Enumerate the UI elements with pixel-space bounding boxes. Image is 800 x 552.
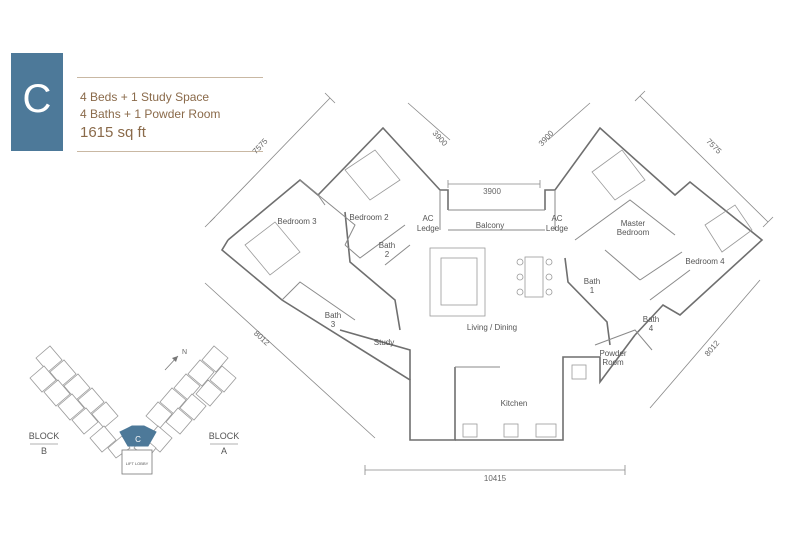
room-bath-1: Bath	[584, 277, 600, 286]
unit-letter: C	[22, 77, 52, 121]
key-plan-unit-highlight	[119, 425, 157, 447]
room-bath-3: Bath	[325, 311, 341, 320]
room-ac-ledge-left: AC	[422, 214, 433, 223]
room-powder: Powder	[599, 349, 626, 358]
room-bath-3-num: 3	[331, 320, 336, 329]
block-b-label: BLOCK	[29, 431, 60, 441]
lift-lobby-label: LIFT LOBBY	[126, 461, 149, 466]
room-master-bedroom-2: Bedroom	[617, 228, 650, 237]
room-bath-2-num: 2	[385, 250, 390, 259]
room-bedroom-2: Bedroom 2	[349, 213, 389, 222]
block-b-letter: B	[41, 446, 47, 456]
dim-right-top: 3900	[537, 128, 556, 148]
room-kitchen: Kitchen	[501, 399, 528, 408]
room-balcony: Balcony	[476, 221, 504, 230]
room-ac-ledge-left-2: Ledge	[417, 224, 440, 233]
dim-left-wing: 7575	[251, 136, 270, 156]
block-a-letter: A	[221, 446, 227, 456]
north-arrow-icon: N	[164, 349, 187, 371]
room-ac-ledge-right-2: Ledge	[546, 224, 569, 233]
room-bath-4-num: 4	[649, 324, 654, 333]
dim-right-depth: 8012	[703, 338, 722, 358]
dim-overall-width: 10415	[484, 474, 507, 483]
unit-baths: 4 Baths + 1 Powder Room	[80, 107, 221, 121]
dim-left-top: 3900	[431, 129, 450, 149]
interior-walls	[281, 179, 691, 368]
unit-beds: 4 Beds + 1 Study Space	[80, 90, 210, 104]
unit-badge: C	[11, 53, 63, 151]
key-plan: C LIFT LOBBY BLOCK B BLOCK A N	[29, 345, 240, 475]
room-bath-1-num: 1	[590, 286, 595, 295]
room-ac-ledge-right: AC	[551, 214, 562, 223]
room-bath-4: Bath	[643, 315, 659, 324]
unit-area: 1615 sq ft	[80, 124, 146, 141]
room-study: Study	[374, 338, 394, 347]
room-bedroom-3: Bedroom 3	[277, 217, 317, 226]
room-bedroom-4: Bedroom 4	[685, 257, 725, 266]
room-master-bedroom: Master	[621, 219, 646, 228]
key-plan-unit: C	[135, 435, 141, 444]
dim-left-depth: 8012	[252, 329, 272, 348]
lift-lobby-box	[121, 449, 153, 475]
room-bath-2: Bath	[379, 241, 395, 250]
bottom-rule	[77, 151, 263, 152]
room-living-dining: Living / Dining	[467, 323, 517, 332]
dimension-lines	[204, 90, 774, 475]
north-label: N	[182, 349, 187, 356]
dim-right-wing: 7575	[704, 137, 723, 156]
top-rule	[77, 77, 263, 78]
furniture	[244, 149, 753, 438]
block-a-label: BLOCK	[209, 431, 240, 441]
dim-balcony: 3900	[483, 187, 501, 196]
room-powder-2: Room	[602, 358, 624, 367]
